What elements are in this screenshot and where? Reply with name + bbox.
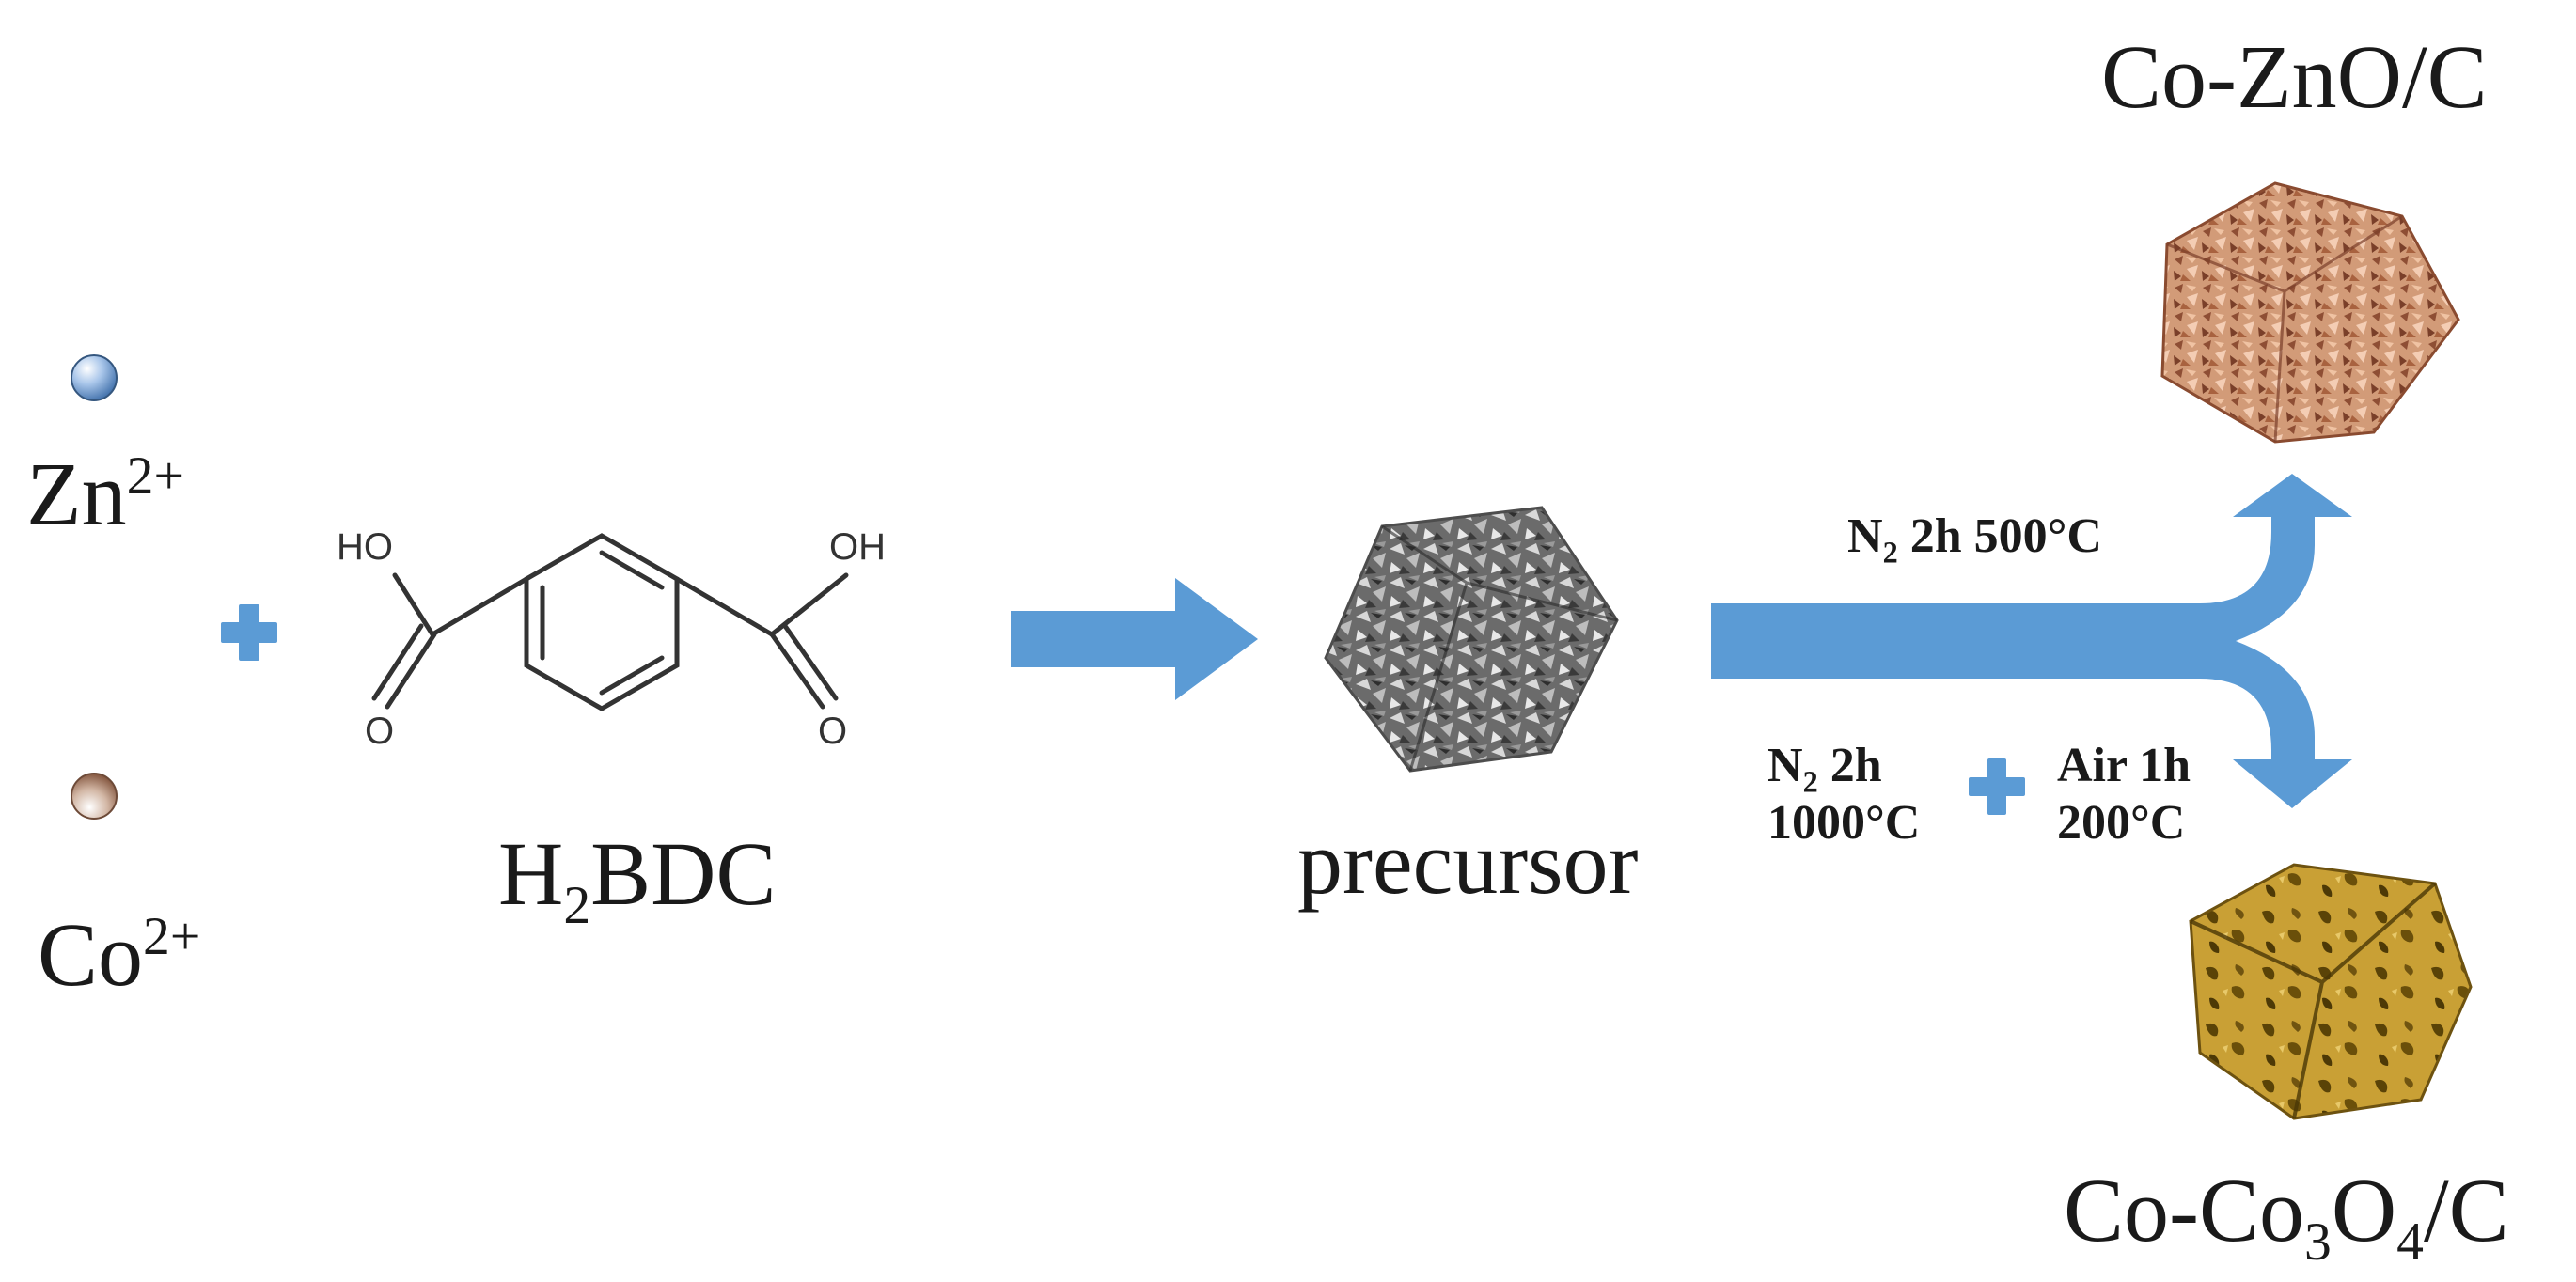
co3o4-product-particle [2189,863,2473,1120]
co-ion-sphere [71,773,118,820]
reaction-arrow [1011,578,1258,700]
plus-icon [221,604,277,661]
zno-product-particle [2160,181,2460,444]
lower-route-step1: N2 2h 1000°C [1767,739,1921,851]
upper-route-condition: N2 2h 500°C [1847,509,2102,570]
branch-arrow [1711,474,2352,808]
linker-label: H2BDC [498,823,777,936]
carbonyl-left-label: O [365,711,395,752]
product-top-label: Co-ZnO/C [2101,26,2488,127]
plus-icon-small [1969,758,2025,815]
hydroxyl-left-label: HO [337,526,393,568]
zn-ion-sphere [71,354,118,401]
precursor-particle [1324,506,1619,773]
h2bdc-structure [371,533,849,711]
co-ion-label: Co2+ [38,904,201,1005]
hydroxyl-right-label: OH [829,526,886,568]
carbonyl-right-label: O [818,711,848,752]
zn-ion-label: Zn2+ [26,444,184,544]
lower-route-step2: Air 1h 200°C [2057,739,2191,851]
product-bottom-label: Co-Co3O4/C [2064,1160,2509,1273]
precursor-label: precursor [1297,812,1639,913]
